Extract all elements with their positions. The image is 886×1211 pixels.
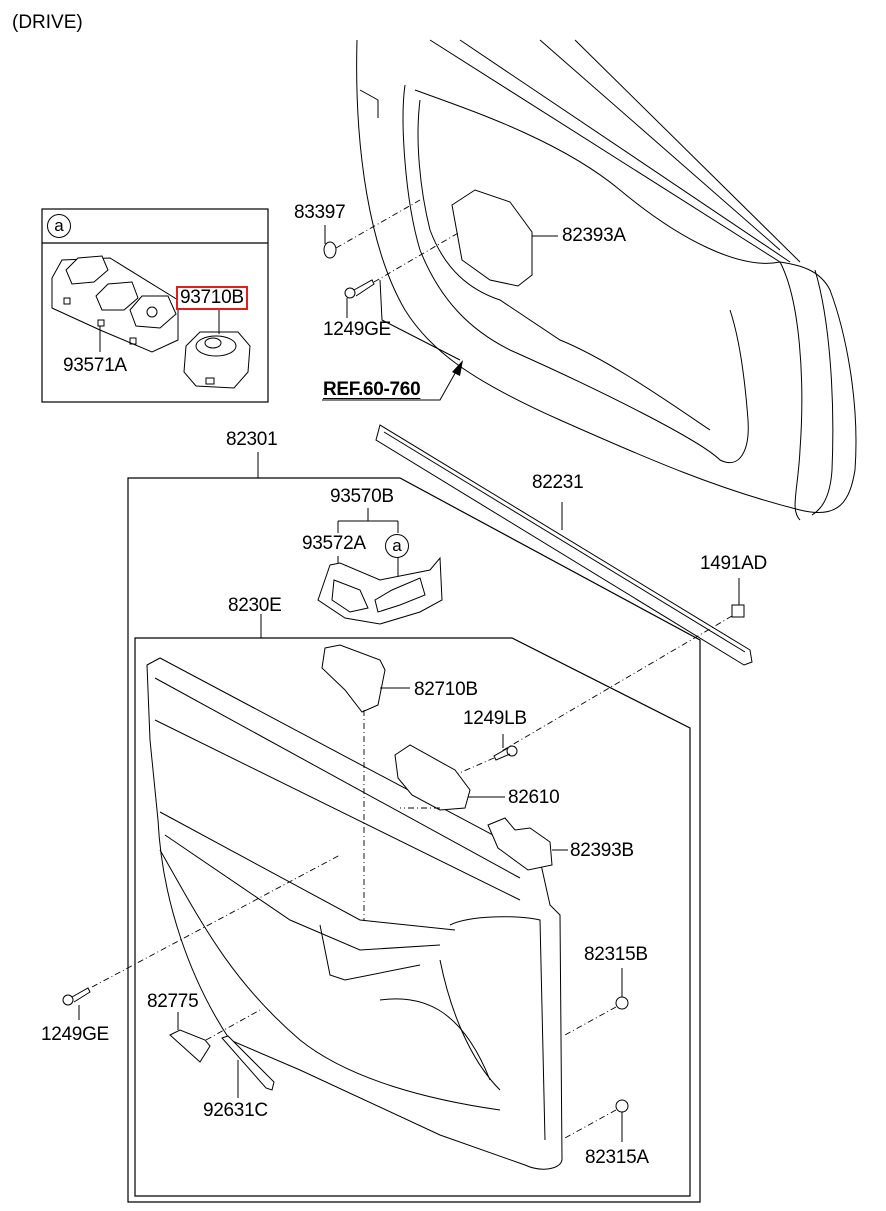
part-label-82710B[interactable]: 82710B — [414, 679, 478, 700]
part-label-82231[interactable]: 82231 — [532, 472, 584, 493]
switch-panel-93572A-drawing — [317, 556, 443, 625]
mirror-switch-drawing — [183, 331, 251, 389]
part-label-82315B[interactable]: 82315B — [584, 944, 648, 965]
part-label-92631C[interactable]: 92631C — [203, 1100, 268, 1121]
ref-arrow-icon — [452, 360, 463, 376]
detail-marker-a-ref: a — [385, 534, 409, 558]
part-label-1491AD[interactable]: 1491AD — [700, 553, 767, 574]
plug-83397-drawing — [323, 241, 337, 259]
part-label-93571A[interactable]: 93571A — [63, 355, 127, 376]
lamp-92631C-drawing — [221, 1035, 275, 1091]
part-label-82775[interactable]: 82775 — [147, 991, 199, 1012]
part-label-93572A[interactable]: 93572A — [302, 533, 366, 554]
door-trim-panel-drawing — [146, 657, 563, 1170]
detail-box-a — [41, 208, 269, 403]
assembly-82301-box — [127, 477, 701, 1203]
bracket-82393A-drawing — [451, 189, 533, 287]
diagram-title: (DRIVE) — [12, 12, 83, 33]
part-label-93710B[interactable]: 93710B — [176, 286, 248, 310]
part-label-1249GE-bottom[interactable]: 1249GE — [41, 1024, 109, 1045]
inside-handle-82610-drawing — [394, 744, 471, 811]
handle-82710B-drawing — [321, 644, 386, 713]
part-label-82301[interactable]: 82301 — [226, 429, 278, 450]
part-label-8230E[interactable]: 8230E — [228, 595, 282, 616]
clip-1491AD-drawing — [731, 604, 745, 618]
cover-82775-drawing — [169, 1029, 211, 1063]
ref-leader — [322, 367, 459, 401]
reference-label[interactable]: REF.60-760 — [323, 379, 421, 400]
window-switch-assembly-drawing — [51, 255, 179, 353]
part-label-93570B[interactable]: 93570B — [330, 486, 394, 507]
weatherstrip-82231-drawing — [375, 424, 753, 666]
screw-1249GE-bottom-drawing — [62, 987, 91, 1006]
assembly-8230E-box — [134, 637, 691, 1197]
part-label-82393A[interactable]: 82393A — [562, 225, 626, 246]
bracket-82393B-drawing — [487, 817, 553, 871]
part-label-82610[interactable]: 82610 — [508, 787, 560, 808]
detail-marker-a: a — [47, 214, 71, 238]
screw-1249GE-top-drawing — [344, 279, 375, 299]
part-label-1249LB[interactable]: 1249LB — [463, 708, 527, 729]
clip-82315B-drawing — [615, 996, 629, 1010]
clip-82315A-drawing — [615, 1099, 629, 1113]
screw-1249LB-drawing — [493, 745, 518, 761]
part-label-1249GE-top[interactable]: 1249GE — [323, 319, 391, 340]
part-label-82315A[interactable]: 82315A — [585, 1147, 649, 1168]
part-label-82393B[interactable]: 82393B — [570, 840, 634, 861]
part-label-83397[interactable]: 83397 — [294, 202, 346, 223]
door-frame-drawing — [356, 39, 857, 521]
